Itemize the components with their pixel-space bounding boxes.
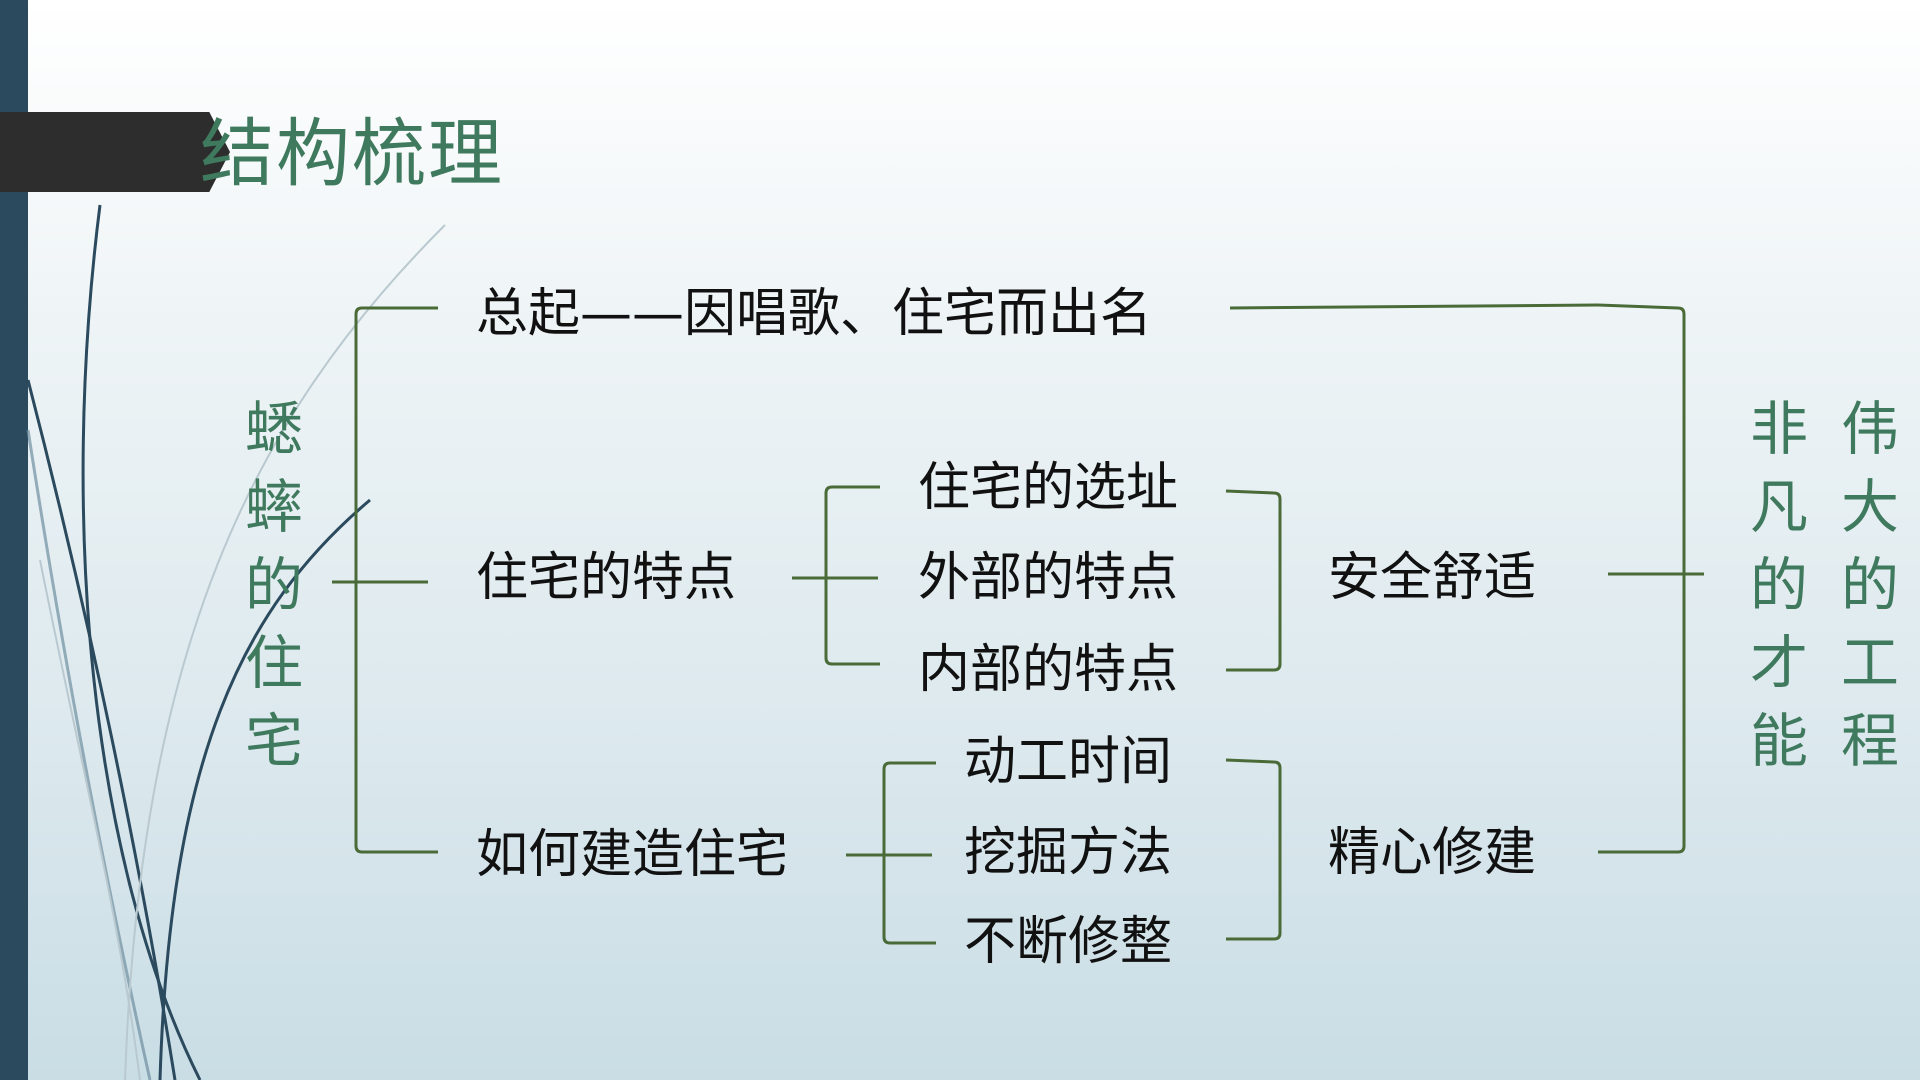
- features-node: 住宅的特点: [476, 548, 737, 608]
- intro-node: 总起——因唱歌、住宅而出名: [476, 284, 1153, 344]
- intro-line: [1229, 303, 1599, 310]
- features-item: 外部的特点: [918, 548, 1179, 608]
- title-tab: [0, 112, 230, 192]
- building-item: 不断修整: [964, 912, 1173, 972]
- building-node: 如何建造住宅: [476, 825, 789, 885]
- building-left-bracket: [882, 761, 936, 945]
- features-left-bracket: [824, 485, 880, 666]
- right-bracket: [1597, 303, 1686, 854]
- features-right-bracket: [1225, 489, 1282, 672]
- root-bracket: [354, 306, 438, 854]
- building-item: 动工时间: [964, 732, 1173, 792]
- root-node: 蟋蟀的住宅: [244, 395, 303, 775]
- features-item: 内部的特点: [918, 640, 1179, 700]
- slide-title: 结构梳理: [200, 111, 504, 197]
- features-summary: 安全舒适: [1328, 548, 1537, 608]
- conclusion-column-project: 伟大的工程: [1840, 395, 1899, 775]
- features-item: 住宅的选址: [918, 458, 1179, 518]
- building-right-bracket: [1225, 758, 1282, 941]
- conclusion-column-talent: 非凡的才能: [1749, 395, 1808, 775]
- building-item: 挖掘方法: [964, 823, 1173, 883]
- building-summary: 精心修建: [1328, 823, 1537, 883]
